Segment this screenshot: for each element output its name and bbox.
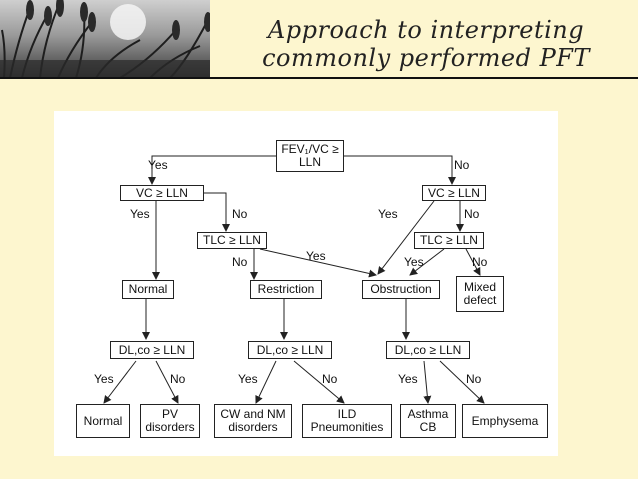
node-vc-right: VC ≥ LLN — [422, 185, 486, 201]
header-rule — [0, 77, 638, 79]
edge-label-tlcl-yes: Yes — [306, 249, 326, 263]
flowchart: FEV₁/VC ≥ LLN VC ≥ LLN VC ≥ LLN TLC ≥ LL… — [54, 111, 558, 456]
wheat-field-image — [0, 0, 210, 78]
node-fev1-vc: FEV₁/VC ≥ LLN — [276, 140, 344, 172]
edge-label-root-no: No — [454, 158, 470, 172]
node-vc-left: VC ≥ LLN — [120, 185, 204, 201]
edge-label-tlcr-yes: Yes — [404, 255, 424, 269]
node-dlco-2: DL,co ≥ LLN — [248, 341, 332, 359]
outcome-asthma-cb: Asthma CB — [400, 404, 456, 438]
edge-label-vcr-no: No — [464, 207, 480, 221]
edge-label-tlcl-no: No — [232, 255, 248, 269]
node-mixed-defect: Mixed defect — [456, 276, 504, 312]
edge-label-dl1-no: No — [170, 372, 186, 386]
header-photo — [0, 0, 210, 78]
outcome-pv-disorders: PV disorders — [140, 404, 200, 438]
outcome-ild: ILD Pneumonities — [302, 404, 392, 438]
slide-title: Approach to interpreting commonly perfor… — [214, 16, 638, 72]
edge-label-dl2-no: No — [322, 372, 338, 386]
flowchart-connectors — [103, 155, 485, 404]
edge-label-dl1-yes: Yes — [94, 372, 114, 386]
edge-label-dl2-yes: Yes — [238, 372, 258, 386]
edge-label-dl3-no: No — [466, 372, 482, 386]
edge-label-vcl-yes: Yes — [130, 207, 150, 221]
edge-label-vcr-yes: Yes — [378, 207, 398, 221]
title-line-1: Approach to interpreting — [267, 16, 585, 44]
edge-label-tlcr-no: No — [472, 255, 488, 269]
outcome-emphysema: Emphysema — [462, 404, 548, 438]
node-tlc-right: TLC ≥ LLN — [414, 232, 484, 249]
title-line-2: commonly performed PFT — [262, 44, 590, 72]
node-tlc-left: TLC ≥ LLN — [197, 232, 267, 249]
node-obstruction: Obstruction — [362, 280, 440, 299]
node-normal: Normal — [122, 280, 174, 299]
outcome-normal: Normal — [76, 404, 130, 438]
node-restriction: Restriction — [250, 280, 322, 299]
outcome-cw-nm-disorders: CW and NM disorders — [214, 404, 292, 438]
edge-label-vcl-no: No — [232, 207, 248, 221]
edge-label-root-yes: Yes — [148, 158, 168, 172]
node-dlco-3: DL,co ≥ LLN — [386, 341, 470, 359]
node-dlco-1: DL,co ≥ LLN — [110, 341, 194, 359]
edge-label-dl3-yes: Yes — [398, 372, 418, 386]
